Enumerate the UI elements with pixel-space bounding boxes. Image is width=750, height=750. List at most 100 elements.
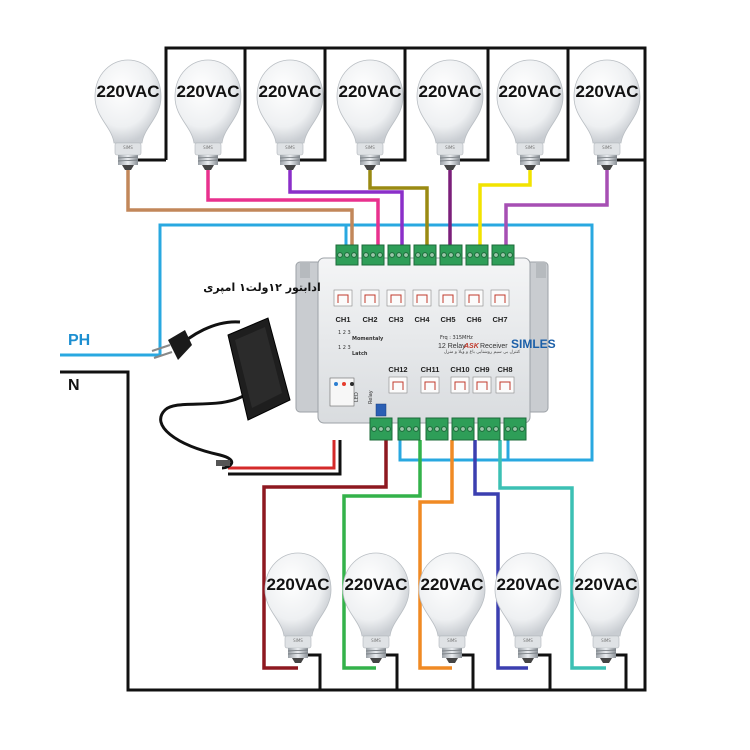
bulb-top-1: 220VAC	[94, 59, 162, 171]
terminal-screw	[493, 252, 499, 258]
terminal-screw	[406, 426, 412, 432]
terminal-screw	[486, 426, 492, 432]
mode-numbers-2: 1 2 3	[338, 345, 351, 351]
bulb-voltage-label: 220VAC	[345, 575, 408, 594]
channel-label-ch7: CH7	[492, 315, 507, 324]
adapter-label: ادابتور ۱۲ولت۱ امپری	[203, 281, 320, 294]
bulb-voltage-label: 220VAC	[419, 82, 482, 101]
relay-indicator	[386, 289, 406, 307]
bulb-top-5: 220VAC	[416, 59, 484, 171]
terminal-screw	[422, 252, 428, 258]
lightbulb-icon	[573, 59, 641, 171]
terminal-screw	[389, 252, 395, 258]
relay-contact-symbol	[392, 381, 404, 390]
terminal-screw	[427, 426, 433, 432]
terminal-screw	[413, 426, 419, 432]
power-wire	[228, 440, 342, 476]
bulb-voltage-label: 220VAC	[259, 82, 322, 101]
relay-contact-symbol	[390, 294, 402, 303]
phase-label: PH	[68, 332, 90, 349]
bulb-bottom-3: 220VAC	[418, 552, 486, 664]
bulb-bottom-4: 220VAC	[494, 552, 562, 664]
relay-indicator	[360, 289, 380, 307]
terminal-screw	[399, 426, 405, 432]
terminal-screw	[500, 252, 506, 258]
terminal-screw	[481, 252, 487, 258]
relay-indicator	[472, 376, 492, 394]
wire-ch8	[498, 440, 606, 670]
mode-numbers-1: 1 2 3	[338, 330, 351, 336]
terminal-screw	[474, 252, 480, 258]
lightbulb-icon	[418, 552, 486, 664]
receiver-label: Receiver	[480, 343, 508, 350]
wire-ch9	[473, 440, 528, 670]
channel-label-ch2: CH2	[362, 315, 377, 324]
terminal-screw	[507, 252, 513, 258]
terminal-screw	[434, 426, 440, 432]
relay-tag: Relay	[368, 390, 374, 404]
channel-label-ch12: CH12	[388, 365, 407, 374]
channel-label-ch3: CH3	[388, 315, 403, 324]
channel-label-ch10: CH10	[450, 365, 469, 374]
terminal-screw	[385, 426, 391, 432]
mode-momentary: Momentaly	[352, 336, 384, 342]
terminal-screw	[460, 426, 466, 432]
terminal-screw	[370, 252, 376, 258]
freq-label: Frq : 315MHz	[440, 335, 473, 341]
relay-contact-symbol	[494, 294, 506, 303]
bulb-voltage-label: 220VAC	[575, 575, 638, 594]
lightbulb-icon	[94, 59, 162, 171]
lightbulb-icon	[494, 552, 562, 664]
wire-ch10	[418, 440, 454, 670]
bulb-voltage-label: 220VAC	[267, 575, 330, 594]
terminal-screw	[453, 426, 459, 432]
lightbulb-icon	[174, 59, 242, 171]
bulb-voltage-label: 220VAC	[576, 82, 639, 101]
wire-ch6	[478, 170, 532, 245]
neutral-label: N	[68, 377, 80, 394]
bulb-bottom-5: 220VAC	[572, 552, 640, 664]
wire-ch2	[206, 170, 380, 245]
channel-label-ch6: CH6	[466, 315, 481, 324]
terminal-screw	[493, 426, 499, 432]
relay-contact-symbol	[476, 381, 488, 390]
relay-indicator	[450, 376, 470, 394]
brand-logo: SIMLES	[511, 337, 556, 351]
bottom-channel-wires	[262, 440, 606, 670]
relay-indicator	[333, 289, 353, 307]
terminal-screw	[403, 252, 409, 258]
relay-contact-symbol	[454, 381, 466, 390]
lightbulb-icon	[264, 552, 332, 664]
terminal-screw	[448, 252, 454, 258]
relay-contact-symbol	[364, 294, 376, 303]
led-tag: LED	[354, 392, 360, 402]
learn-button-box	[329, 377, 355, 407]
bulb-top-4: 220VAC	[336, 59, 404, 171]
bulb-top-6: 220VAC	[496, 59, 564, 171]
top-terminal-blocks	[335, 244, 515, 266]
relay-indicator	[388, 376, 408, 394]
bulb-voltage-label: 220VAC	[177, 82, 240, 101]
terminal-screw	[512, 426, 518, 432]
terminal-screw	[396, 252, 402, 258]
channel-label-ch5: CH5	[440, 315, 455, 324]
bulb-top-7: 220VAC	[573, 59, 641, 171]
terminal-screw	[371, 426, 377, 432]
terminal-screw	[455, 252, 461, 258]
relay-indicator	[490, 289, 510, 307]
top-channel-wires	[126, 170, 609, 245]
relay-contact-symbol	[337, 294, 349, 303]
wire-ch7	[504, 170, 609, 245]
relay-contact-symbol	[424, 381, 436, 390]
channel-label-ch9: CH9	[474, 365, 489, 374]
terminal-screw	[344, 252, 350, 258]
terminal-screw	[505, 426, 511, 432]
wire-ch1	[126, 170, 354, 245]
terminal-screw	[377, 252, 383, 258]
lightbulb-icon	[416, 59, 484, 171]
terminal-screw	[441, 252, 447, 258]
bottom-terminal-blocks	[369, 417, 527, 441]
lightbulb-icon	[572, 552, 640, 664]
